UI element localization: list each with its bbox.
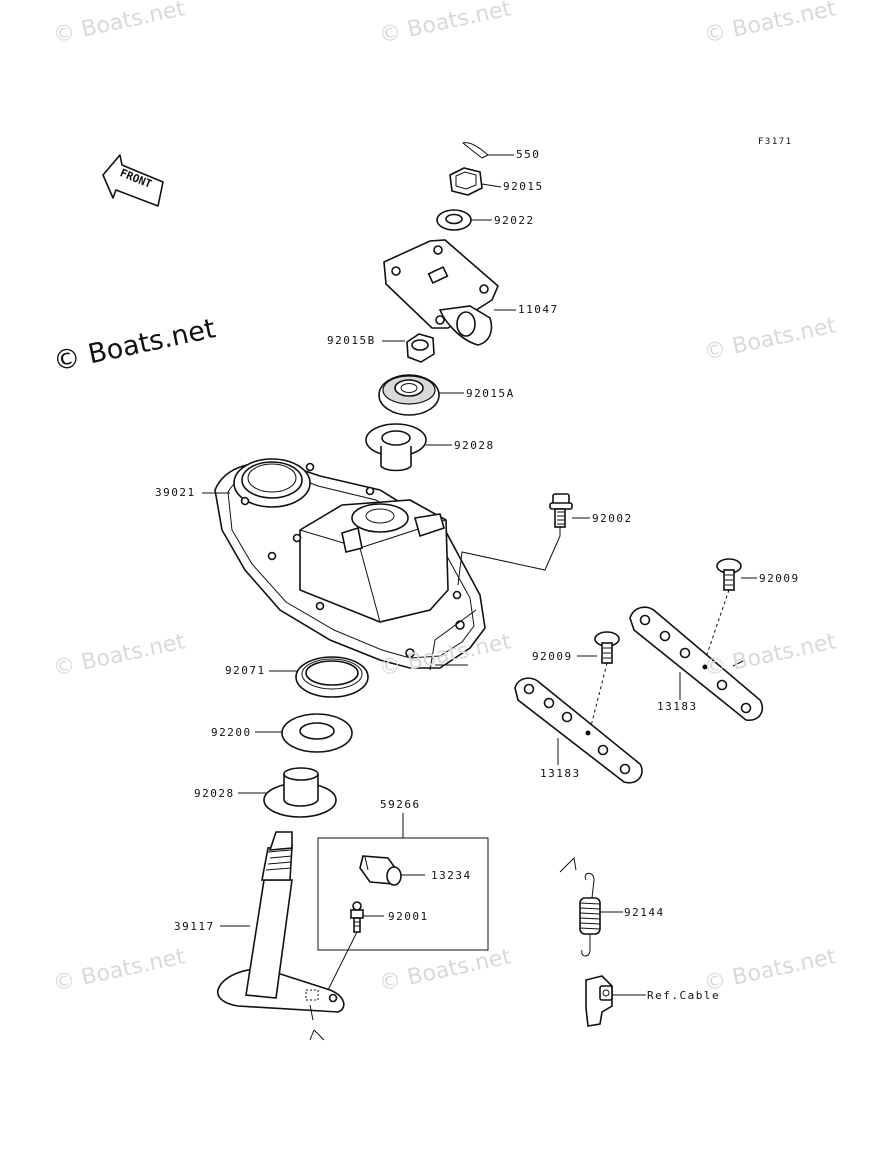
housing-part [202,458,486,671]
cable-bracket-part [585,975,646,1027]
castle-nut-part [449,167,502,196]
part-label-13234[interactable]: 13234 [431,869,472,882]
return-spring-part [559,856,623,957]
lever-plate-left-part [514,677,643,784]
lever-plate-right-part [629,606,764,721]
part-label-92144[interactable]: 92144 [624,906,665,919]
steering-plate-part [383,239,516,346]
part-label-11047[interactable]: 11047 [518,303,559,316]
part-label-13183-left[interactable]: 13183 [540,767,581,780]
oil-seal-part [269,656,369,698]
part-label-92009-left[interactable]: 92009 [532,650,573,663]
part-label-13183-right[interactable]: 13183 [657,700,698,713]
part-label-92022[interactable]: 92022 [494,214,535,227]
part-label-92001[interactable]: 92001 [388,910,429,923]
flat-washer-part [255,713,353,753]
part-label-92028-top[interactable]: 92028 [454,439,495,452]
part-label-59266[interactable]: 59266 [380,798,421,811]
washer-part [436,209,492,231]
part-label-92200[interactable]: 92200 [211,726,252,739]
figure-code: F3171 [758,137,793,147]
part-label-92071[interactable]: 92071 [225,664,266,677]
screw-left-part [577,631,620,731]
bushing-top-part [365,423,452,472]
part-label-92009-right[interactable]: 92009 [759,572,800,585]
cotter-pin-part [461,142,514,159]
part-label-39117[interactable]: 39117 [174,920,215,933]
part-label-92015a[interactable]: 92015A [466,387,515,400]
front-arrow-icon: FRONT [102,154,164,207]
kit-box [317,813,489,951]
part-label-92002[interactable]: 92002 [592,512,633,525]
part-label-92015[interactable]: 92015 [503,180,544,193]
hex-nut-part [382,333,435,363]
part-label-550[interactable]: 550 [516,148,541,161]
part-label-39021[interactable]: 39021 [155,486,196,499]
part-label-ref-cable[interactable]: Ref.Cable [647,989,721,1002]
screw-right-part [704,558,757,661]
pivot-pin-part [359,855,425,886]
bearing-nut-part [378,374,464,416]
part-label-92028-bottom[interactable]: 92028 [194,787,235,800]
bushing-bottom-part [238,767,337,818]
steering-shaft-part [216,831,345,1041]
bolt-part [457,493,590,586]
part-label-92015b[interactable]: 92015B [327,334,376,347]
